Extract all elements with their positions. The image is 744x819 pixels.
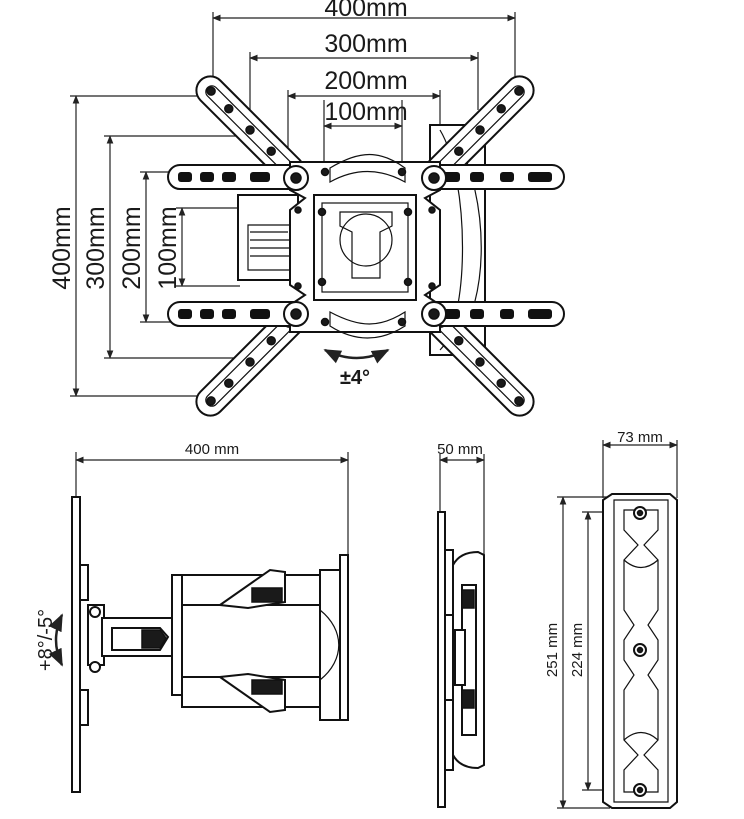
height-label-300: 300mm [82, 206, 110, 289]
height-label-200: 200mm [118, 206, 146, 289]
horizontal-brackets [167, 164, 565, 327]
plate-height-label: 251 mm [544, 623, 561, 677]
width-label-400: 400mm [324, 0, 407, 22]
width-label-100: 100mm [324, 98, 407, 126]
hole-spacing-label: 224 mm [569, 623, 586, 677]
diagonal-brackets [195, 75, 535, 417]
side-width-label: 400 mm [185, 441, 239, 458]
front-height-dimensions [70, 95, 250, 397]
swing-arms-side [181, 554, 349, 721]
tilt-arrow-icon [48, 613, 64, 667]
wall-plate-view: 73 mm 251 mm 224 mm [544, 429, 678, 809]
height-label-400: 400mm [48, 206, 76, 289]
depth-label: 50 mm [437, 441, 483, 458]
rotation-label: ±4° [340, 367, 370, 389]
height-label-100: 100mm [154, 206, 182, 289]
width-label-300: 300mm [324, 30, 407, 58]
tilt-bracket-side [101, 574, 183, 696]
plate-width-label: 73 mm [617, 429, 663, 446]
tilt-label: +8°/-5° [35, 609, 57, 671]
front-view: 400mm 300mm 200mm 100mm 400mm 300mm 200m… [48, 0, 565, 417]
tv-plate-side [71, 496, 105, 793]
front-width-dimensions [212, 12, 516, 170]
profile-view: 50 mm [437, 441, 485, 808]
rotation-arrow-icon [323, 348, 390, 364]
side-view: 400 mm [35, 441, 349, 793]
center-mounting-plate [283, 153, 447, 339]
width-label-200: 200mm [324, 67, 407, 95]
